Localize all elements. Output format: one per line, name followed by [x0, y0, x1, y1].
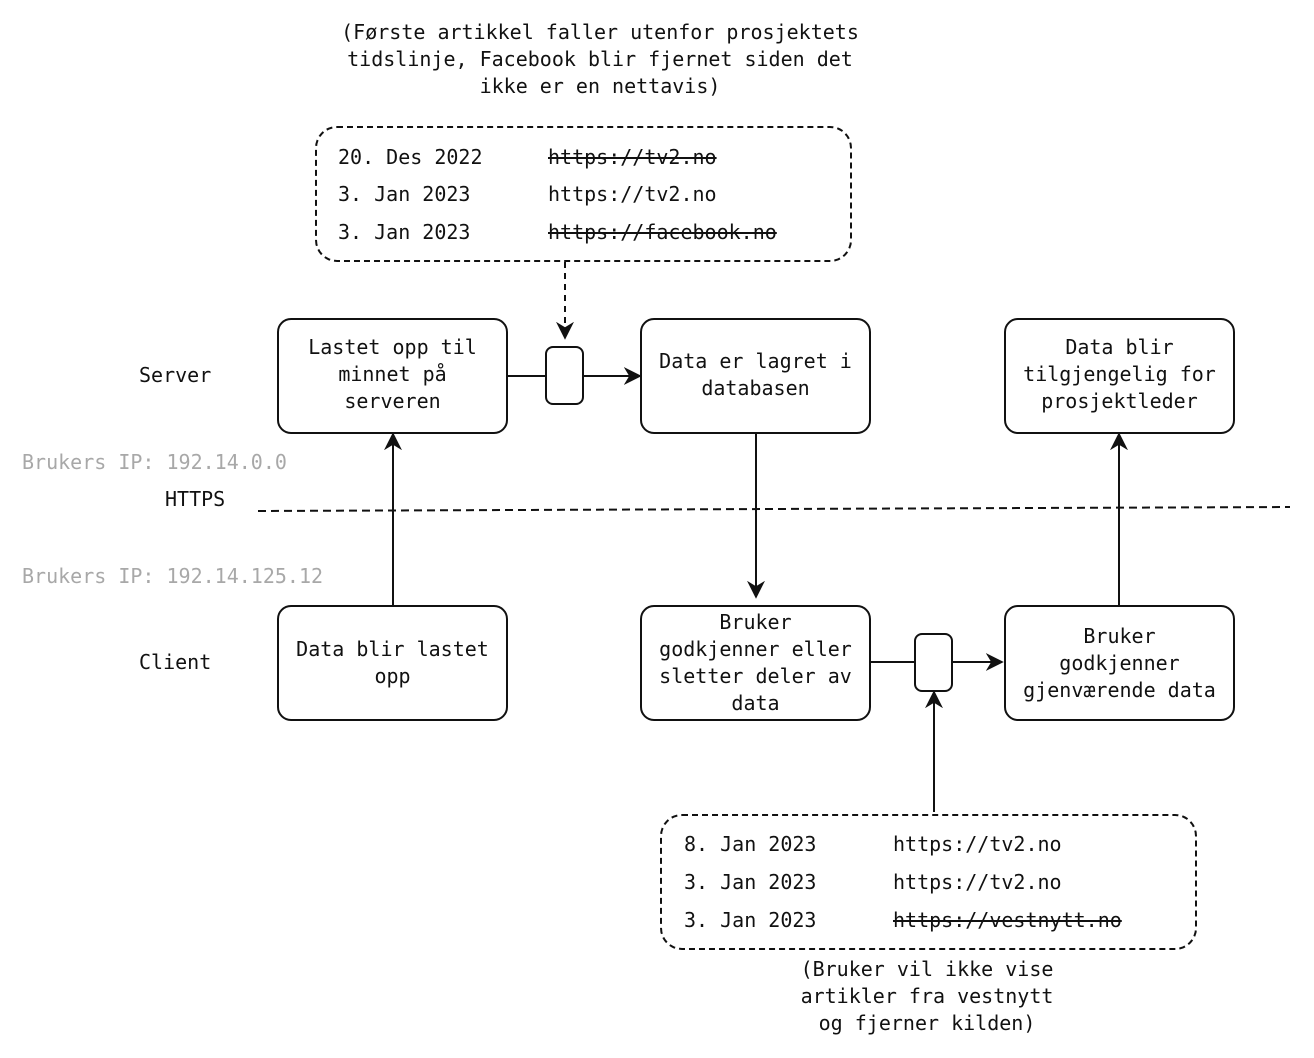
box-text-line: prosjektleder: [1041, 389, 1198, 413]
box-text-line: Lastet opp til: [308, 335, 477, 359]
user-filter-url: https://vestnytt.no: [893, 908, 1122, 932]
box-text-line: Bruker: [1083, 623, 1156, 648]
user-filter-date: 3. Jan 2023: [684, 908, 817, 932]
data-uploaded-box: Data blir lastet opp: [277, 605, 508, 721]
server-filter-note-line: ikke er en nettavis): [479, 74, 721, 98]
server-filter-table: 20. Des 2022 https://tv2.no 3. Jan 2023 …: [315, 126, 852, 262]
box-text-line: Bruker: [719, 610, 792, 634]
server-filter-note: (Første artikkel faller utenfor prosjekt…: [280, 19, 920, 100]
server-filter-date: 3. Jan 2023: [338, 220, 471, 244]
user-filter-url: https://tv2.no: [893, 832, 1062, 856]
user-filter-note-line: (Bruker vil ikke vise: [800, 957, 1054, 981]
server-layer-label: Server: [139, 363, 212, 387]
server-filter-url: https://tv2.no: [548, 145, 717, 169]
box-text-line: opp: [374, 664, 411, 688]
box-text-line: godkjenner eller: [659, 637, 852, 661]
user-filter-table: 8. Jan 2023 https://tv2.no 3. Jan 2023 h…: [660, 814, 1197, 950]
stored-in-database-box: Data er lagret i databasen: [640, 318, 871, 434]
uploaded-to-server-memory-box: Lastet opp til minnet på serveren: [277, 318, 508, 434]
box-text-line: serveren: [344, 389, 441, 413]
user-filter-url: https://tv2.no: [893, 870, 1062, 894]
server-filter-url: https://tv2.no: [548, 182, 717, 206]
box-text-line: gjenværende data: [1023, 677, 1216, 702]
user-filter-note-line: artikler fra vestnytt: [800, 984, 1054, 1008]
box-text-line: sletter deler av: [659, 664, 852, 688]
server-filter-connector: [545, 346, 584, 405]
box-text-line: databasen: [701, 376, 810, 400]
box-text-line: Data blir lastet: [296, 637, 489, 661]
user-filter-date: 3. Jan 2023: [684, 870, 817, 894]
server-filter-note-line: tidslinje, Facebook blir fjernet siden d…: [347, 47, 853, 71]
user-filter-connector: [914, 633, 953, 692]
box-text-line: data: [731, 691, 780, 715]
user-filter-note: (Bruker vil ikke vise artikler fra vestn…: [677, 956, 1177, 1037]
user-approves-or-deletes-box: Bruker godkjenner eller sletter deler av…: [640, 605, 871, 721]
server-ip-label: Brukers IP: 192.14.0.0: [22, 450, 287, 474]
user-approves-remaining-box: Bruker godkjenner gjenværende data: [1004, 605, 1235, 721]
user-filter-note-line: og fjerner kilden): [818, 1011, 1036, 1035]
box-text-line: minnet på: [338, 362, 447, 386]
box-text-line: tilgjengelig for: [1023, 362, 1216, 386]
server-filter-url: https://facebook.no: [548, 220, 777, 244]
https-boundary-line: [257, 506, 1291, 512]
server-filter-date: 3. Jan 2023: [338, 182, 471, 206]
client-layer-label: Client: [139, 650, 212, 674]
box-text-line: Data blir: [1065, 335, 1174, 359]
server-filter-date: 20. Des 2022: [338, 145, 483, 169]
box-text-line: Data er lagret i: [659, 349, 852, 373]
client-ip-label: Brukers IP: 192.14.125.12: [22, 564, 324, 588]
server-filter-note-line: (Første artikkel faller utenfor prosjekt…: [341, 20, 859, 44]
https-label: HTTPS: [165, 487, 226, 511]
box-text-line: godkjenner: [1059, 650, 1180, 675]
available-for-project-lead-box: Data blir tilgjengelig for prosjektleder: [1004, 318, 1235, 434]
user-filter-date: 8. Jan 2023: [684, 832, 817, 856]
